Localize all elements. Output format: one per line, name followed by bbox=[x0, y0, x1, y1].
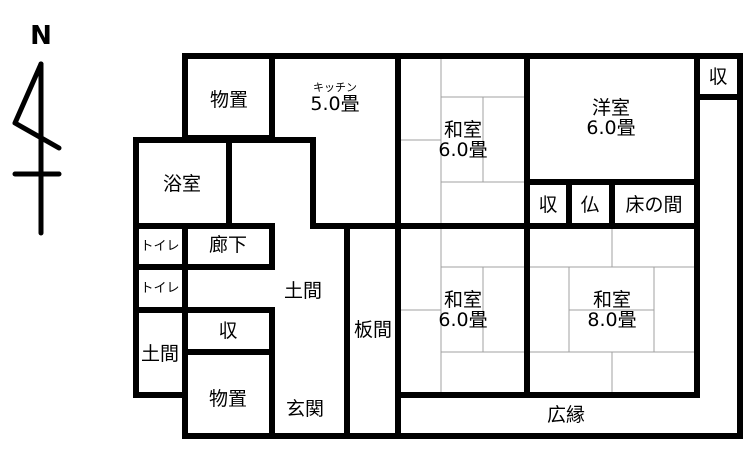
room-butsudan: 仏 bbox=[580, 194, 600, 216]
room-itama: 板間 bbox=[353, 319, 393, 341]
room-storage-top: 物置 bbox=[209, 89, 249, 111]
tatami-lines-washitsu-bottom bbox=[400, 226, 527, 395]
room-youshitsu-name: 洋室 bbox=[591, 97, 630, 119]
room-youshitsu-size: 6.0畳 bbox=[586, 117, 636, 139]
room-doma-center: 土間 bbox=[283, 280, 323, 302]
room-washitsu-8: 和室 8.0畳 bbox=[587, 290, 636, 330]
room-closet-low: 収 bbox=[218, 320, 238, 342]
room-hallway: 廊下 bbox=[208, 234, 248, 256]
room-washitsu-top-size: 6.0畳 bbox=[438, 139, 488, 161]
walls bbox=[133, 53, 743, 439]
room-bath: 浴室 bbox=[162, 173, 202, 195]
tatami-lines-washitsu-top bbox=[400, 56, 527, 226]
room-hiroen: 広縁 bbox=[546, 404, 586, 426]
room-washitsu-8-name: 和室 bbox=[592, 289, 631, 311]
north-arrow-icon bbox=[12, 61, 62, 236]
room-toilet-2: トイレ bbox=[140, 281, 180, 296]
room-toilet-1: トイレ bbox=[140, 239, 180, 254]
room-kitchen-name: キッチン bbox=[313, 81, 357, 94]
north-label: N bbox=[30, 21, 52, 51]
room-storage-bottom: 物置 bbox=[208, 388, 248, 410]
room-tokonoma: 床の間 bbox=[625, 194, 683, 216]
room-washitsu-bottom: 和室 6.0畳 bbox=[438, 290, 487, 330]
room-closet-mid: 収 bbox=[538, 194, 558, 216]
room-closet-far: 収 bbox=[708, 66, 728, 88]
room-washitsu-bottom-size: 6.0畳 bbox=[438, 309, 488, 331]
room-washitsu-top-name: 和室 bbox=[443, 119, 482, 141]
room-washitsu-8-size: 8.0畳 bbox=[587, 309, 637, 331]
room-doma-left: 土間 bbox=[140, 343, 180, 365]
room-washitsu-top: 和室 6.0畳 bbox=[438, 120, 487, 160]
room-genkan: 玄関 bbox=[285, 398, 325, 420]
room-youshitsu: 洋室 6.0畳 bbox=[586, 98, 635, 138]
room-washitsu-bottom-name: 和室 bbox=[443, 289, 482, 311]
room-kitchen: キッチン 5.0畳 bbox=[310, 81, 360, 115]
tatami-lines-washitsu-8 bbox=[527, 226, 697, 395]
room-kitchen-size: 5.0畳 bbox=[310, 93, 360, 115]
